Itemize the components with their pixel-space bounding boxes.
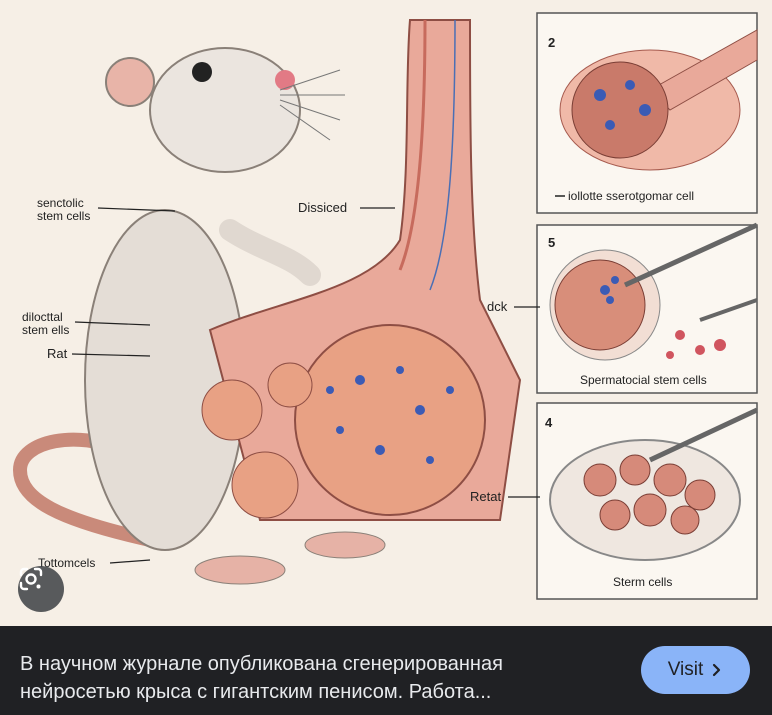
chevron-right-icon xyxy=(713,663,721,677)
visit-button-label: Visit xyxy=(667,659,704,680)
image-title-line-2: нейросетью крыса с гигантским пенисом. Р… xyxy=(20,681,492,703)
blue-cell-dots xyxy=(326,366,454,464)
rat-head xyxy=(149,47,301,173)
panel-4-caption: Sterm cells xyxy=(613,575,673,589)
label-stem-cells: stem cells xyxy=(37,209,91,223)
large-cell-mass xyxy=(294,324,486,516)
preview-image[interactable]: senctolic stem cells Dissiced dilocttal … xyxy=(0,0,772,626)
visit-button[interactable]: Visit xyxy=(641,646,750,694)
label-senctolic: senctolic xyxy=(37,196,84,210)
image-title-line-1: В научном журнале опубликована сгенериро… xyxy=(20,653,503,675)
rat-foot-2 xyxy=(304,531,386,559)
panel-5-caption: Spermatocial stem cells xyxy=(580,373,707,387)
label-dck: dck xyxy=(487,299,508,314)
rat-eye xyxy=(192,62,212,82)
panel-5-number: 5 xyxy=(548,235,556,250)
panel-2-cell xyxy=(571,61,669,159)
rat-ear xyxy=(105,57,155,107)
small-cell-1 xyxy=(201,379,263,441)
panel-2-number: 2 xyxy=(548,35,556,50)
rat-foot xyxy=(194,555,286,585)
panel-5-needle xyxy=(623,222,759,288)
rat-tail xyxy=(12,432,157,547)
label-dissiced: Dissiced xyxy=(298,200,348,215)
image-title[interactable]: В научном журнале опубликована сгенериро… xyxy=(20,650,620,706)
panel-4-number: 4 xyxy=(545,415,553,430)
label-tottomcels: Tottomcels xyxy=(38,556,96,570)
label-diloctal: dilocttal xyxy=(22,310,63,324)
google-lens-icon xyxy=(19,567,43,591)
google-lens-button[interactable] xyxy=(18,566,64,612)
rat-arm xyxy=(219,219,321,286)
leader-lines xyxy=(71,207,540,564)
rat-nose xyxy=(275,70,295,90)
illustration-drawing xyxy=(12,12,759,600)
panel-4-needle xyxy=(648,407,759,463)
panel-5-cell xyxy=(554,259,646,351)
rat-body xyxy=(84,209,246,551)
label-retat: Retat xyxy=(470,489,502,504)
small-cell-3 xyxy=(267,362,313,408)
rat-whiskers xyxy=(279,69,345,141)
small-cell-2 xyxy=(231,451,299,519)
panel-2-caption: iollotte sserotgomar cell xyxy=(568,189,695,203)
label-stem-ells: stem ells xyxy=(22,323,70,337)
label-rat: Rat xyxy=(47,346,68,361)
